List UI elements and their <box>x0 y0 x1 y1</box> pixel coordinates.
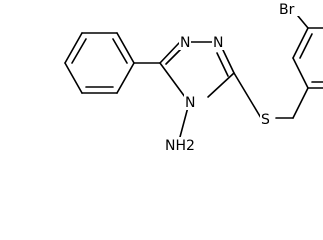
br-label-mask <box>277 0 309 16</box>
phenyl-ring <box>64 32 135 94</box>
aryl-bond <box>292 57 309 89</box>
s-mask <box>260 110 274 127</box>
nitrogen-top-right-label: N <box>213 35 223 51</box>
sulfur-label: S <box>261 112 270 128</box>
triazole-double-bond <box>165 48 182 65</box>
triazole-ring <box>159 41 235 98</box>
triazole-bond <box>207 72 235 98</box>
triazole-bond <box>159 42 180 64</box>
nitrogen-top-left-label: N <box>180 35 190 51</box>
molecule-structure: Br N N N S NH2 <box>64 0 323 155</box>
atom-labels: Br N N N S NH2 <box>164 0 309 155</box>
methylene-aryl-bond <box>292 87 309 119</box>
triazole-bond <box>159 62 186 98</box>
phenyl-bond <box>64 32 83 64</box>
aryl-double-bond <box>299 33 313 59</box>
phenyl-bond <box>116 32 135 64</box>
n-top-right-mask <box>212 34 224 50</box>
amino-label: NH2 <box>165 138 195 154</box>
phenyl-double-bond <box>112 38 128 64</box>
n-amino-bond <box>179 106 189 138</box>
triazole-double-bond <box>216 52 229 77</box>
bromine-label: Br <box>279 2 295 18</box>
nitrogen-ring-label: N <box>185 95 195 111</box>
phenyl-bond <box>64 62 83 94</box>
carbon-sulfur-bond <box>233 72 262 119</box>
bromophenyl-ring <box>292 27 323 89</box>
aryl-bond <box>292 27 309 59</box>
phenyl-double-bond <box>71 38 87 64</box>
phenyl-bond <box>116 62 135 94</box>
n-ring-mask <box>184 94 196 110</box>
nh2-mask <box>164 137 198 155</box>
n-top-left-mask <box>179 34 191 50</box>
triazole-bond <box>222 49 235 74</box>
